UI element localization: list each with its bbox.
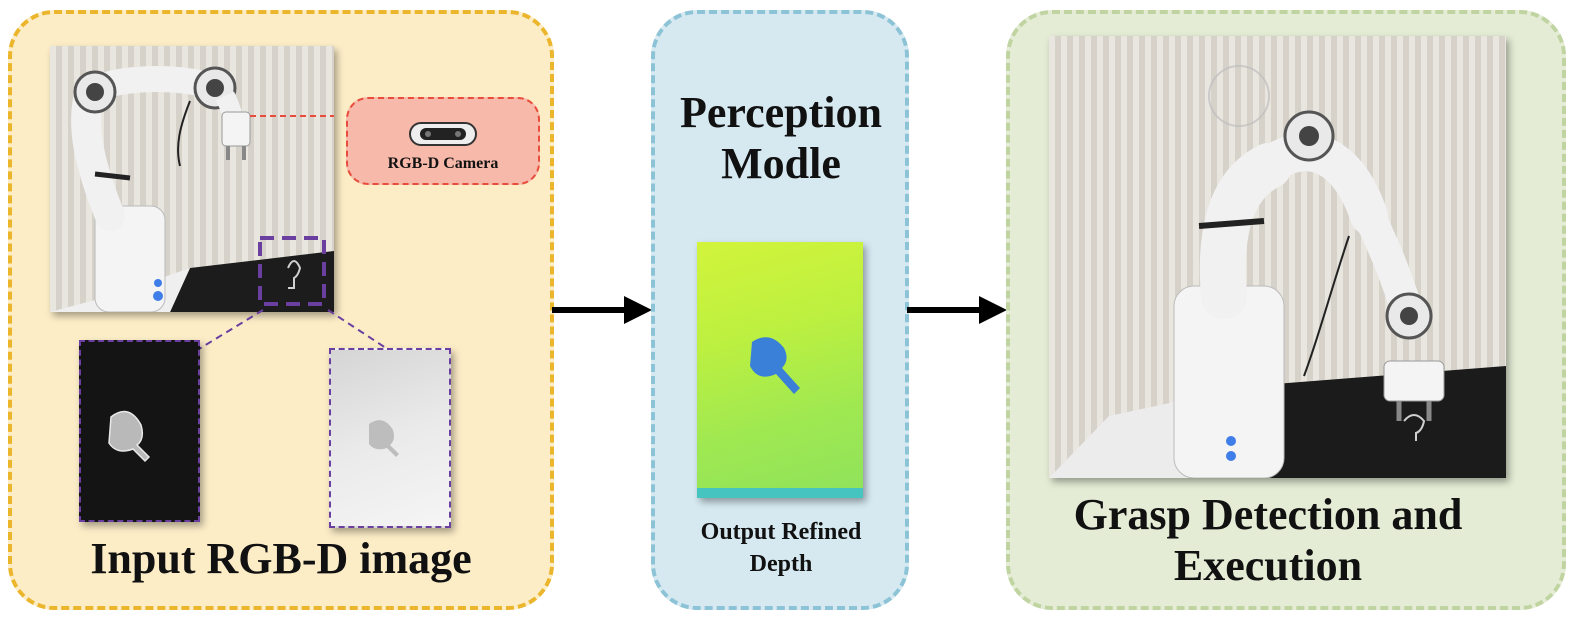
camera-label: RGB-D Camera <box>387 155 499 172</box>
depth-map-image <box>697 242 863 498</box>
refined-depth-glass <box>697 337 863 498</box>
depth-glass-silhouette <box>369 420 399 457</box>
grasp-panel-title: Grasp Detection and Execution <box>1073 490 1463 590</box>
robot-arm-image <box>50 46 334 312</box>
robot-grasp-drawing <box>1049 65 1506 478</box>
grasp-execution-image <box>1049 36 1506 478</box>
rgb-crop-image <box>79 340 200 522</box>
depth-crop-image <box>329 348 451 528</box>
input-panel-title: Input RGB-D image <box>90 534 472 583</box>
arrow-right-icon <box>907 296 1007 324</box>
arrow-right-icon <box>552 296 652 324</box>
robot-arm-drawing <box>50 66 334 312</box>
camera-icon <box>409 122 477 146</box>
perception-panel-title: Perception Modle <box>679 88 883 188</box>
wine-glass-image <box>108 410 151 463</box>
rgbd-camera-callout: RGB-D Camera <box>346 97 540 185</box>
perception-panel-caption: Output Refined Depth <box>700 519 862 578</box>
